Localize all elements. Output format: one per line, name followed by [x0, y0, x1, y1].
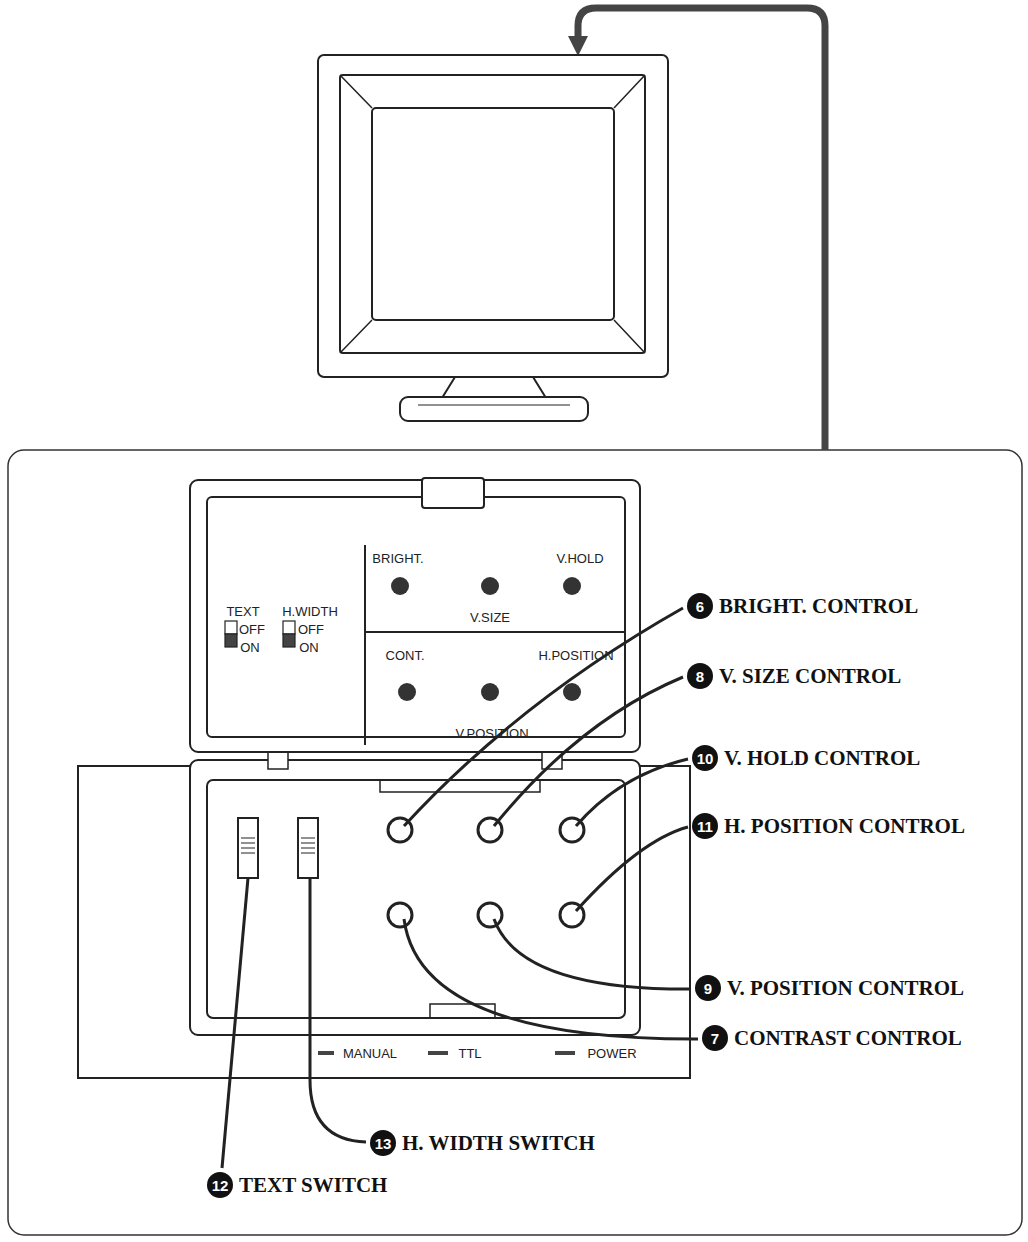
- slide-switches: [238, 818, 318, 878]
- control-box: [190, 760, 640, 1035]
- callout: 9V. POSITION CONTROL: [695, 975, 964, 1001]
- callout: 10V. HOLD CONTROL: [692, 745, 920, 771]
- lid-tab: [422, 478, 484, 508]
- callout-number: 9: [695, 975, 721, 1001]
- callout-number: 8: [687, 663, 713, 689]
- panel-label: TEXT: [226, 605, 259, 618]
- callout-number: 11: [692, 813, 718, 839]
- callout-label: H. WIDTH SWITCH: [402, 1131, 595, 1156]
- callout: 8V. SIZE CONTROL: [687, 663, 901, 689]
- callout-label: TEXT SWITCH: [239, 1173, 387, 1198]
- knobs: [388, 818, 584, 927]
- panel-label: BRIGHT.: [372, 552, 423, 565]
- pointer-head: [568, 36, 588, 56]
- callout-number: 10: [692, 745, 718, 771]
- detail-frame: [8, 450, 1022, 1235]
- panel-label: CONT.: [386, 649, 425, 662]
- panel-label: ON: [299, 641, 319, 654]
- callout-label: CONTRAST CONTROL: [734, 1026, 962, 1051]
- leader-lines: [222, 608, 698, 1168]
- callout: 7CONTRAST CONTROL: [702, 1025, 962, 1051]
- callout-label: BRIGHT. CONTROL: [719, 594, 918, 619]
- panel-label: MANUAL: [343, 1047, 397, 1060]
- panel-label: TTL: [458, 1047, 481, 1060]
- callout: 6BRIGHT. CONTROL: [687, 593, 918, 619]
- lid-dots: [391, 577, 581, 701]
- lid: [190, 480, 640, 752]
- callout: 11H. POSITION CONTROL: [692, 813, 965, 839]
- panel-label: H.POSITION: [538, 649, 613, 662]
- panel-label: OFF: [298, 623, 324, 636]
- panel-label: OFF: [239, 623, 265, 636]
- callout-label: V. POSITION CONTROL: [727, 976, 964, 1001]
- callout-number: 6: [687, 593, 713, 619]
- callout: 13H. WIDTH SWITCH: [370, 1130, 595, 1156]
- panel-label: H.WIDTH: [282, 605, 338, 618]
- panel-label: V.SIZE: [470, 611, 510, 624]
- panel-label: V.POSITION: [455, 727, 528, 740]
- switch-icons: [225, 621, 295, 647]
- panel-label: V.HOLD: [556, 552, 603, 565]
- callout-number: 7: [702, 1025, 728, 1051]
- control-recess: [207, 780, 625, 1018]
- monitor: [318, 55, 668, 421]
- lid-panel: [207, 497, 625, 737]
- callout: 12TEXT SWITCH: [207, 1172, 387, 1198]
- callout-number: 13: [370, 1130, 396, 1156]
- callout-label: H. POSITION CONTROL: [724, 814, 965, 839]
- panel-label: POWER: [587, 1047, 636, 1060]
- callout-number: 12: [207, 1172, 233, 1198]
- panel-label: ON: [240, 641, 260, 654]
- callout-label: V. SIZE CONTROL: [719, 664, 901, 689]
- callout-label: V. HOLD CONTROL: [724, 746, 920, 771]
